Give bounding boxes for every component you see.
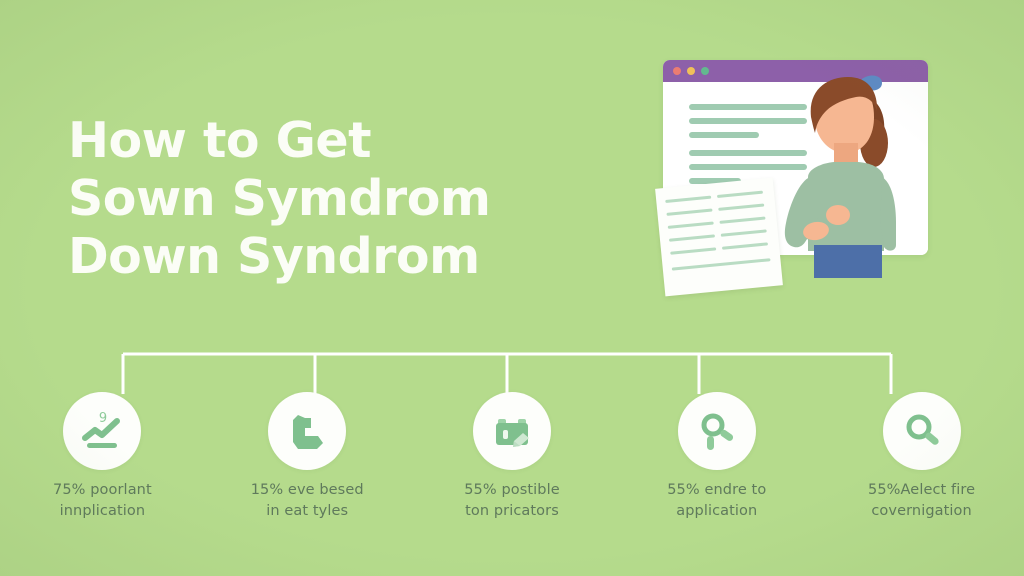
title-line-2: Sown Symdrom — [68, 170, 491, 227]
title-line-1: How to Get — [68, 112, 372, 169]
page-title: How to Get Sown Symdrom Down Syndrom — [68, 112, 628, 286]
minimize-dot-icon — [687, 67, 695, 75]
content-line — [689, 132, 759, 138]
content-line — [689, 118, 807, 124]
stats-row: 9 75% poorlant innplication 15% eve bese… — [0, 392, 1024, 542]
doc-line — [721, 242, 769, 250]
close-dot-icon — [673, 67, 681, 75]
stat-line-1: 55%Aelect fire — [868, 482, 976, 498]
icon-badge — [882, 392, 961, 470]
stat-line-2: application — [676, 503, 758, 519]
stat-line-2: in eat tyles — [266, 503, 349, 519]
icon-badge: 9 — [63, 392, 142, 470]
calendar-pen-icon — [495, 419, 529, 447]
stat-item[interactable]: 55% endre to application — [614, 392, 819, 542]
doc-line — [665, 195, 712, 203]
document-graphic — [655, 177, 783, 297]
doc-line — [666, 208, 713, 216]
content-line — [689, 164, 807, 170]
magnifier-icon — [906, 414, 939, 445]
doc-line — [667, 221, 714, 229]
magnifier-handle-icon — [701, 413, 733, 450]
stat-label: 55% endre to application — [622, 480, 812, 522]
stat-line-1: 15% eve besed — [250, 482, 364, 498]
content-line — [689, 178, 741, 184]
doc-line — [719, 216, 766, 224]
doc-line — [716, 190, 764, 198]
stat-label: 75% poorlant innplication — [7, 480, 197, 522]
stat-item[interactable]: 15% eve besed in eat tyles — [205, 392, 410, 542]
stat-item[interactable]: 55%Aelect fire covernigation — [819, 392, 1024, 542]
stat-item[interactable]: 9 75% poorlant innplication — [0, 392, 205, 542]
growth-chart-icon: 9 — [82, 411, 121, 448]
icon-badge — [472, 392, 551, 470]
person-illustration — [784, 75, 896, 278]
doc-line — [671, 258, 771, 271]
hero-illustration — [655, 55, 930, 297]
stat-line-1: 55% endre to — [667, 482, 767, 498]
title-line-3: Down Syndrom — [68, 228, 480, 285]
doc-line — [670, 247, 717, 255]
content-line — [689, 150, 807, 156]
icon-badge — [268, 392, 347, 470]
stat-label: 15% eve besed in eat tyles — [212, 480, 402, 522]
puzzle-block-icon — [293, 415, 324, 449]
icon-badge-number: 9 — [99, 411, 107, 426]
stat-line-2: innplication — [59, 503, 146, 519]
stat-line-2: ton pricators — [465, 503, 559, 519]
doc-line — [720, 229, 767, 237]
stat-line-1: 55% postible — [464, 482, 560, 498]
stat-item[interactable]: 55% postible ton pricators — [410, 392, 615, 542]
stat-label: 55%Aelect fire covernigation — [827, 480, 1017, 522]
doc-line — [668, 234, 716, 242]
stat-label: 55% postible ton pricators — [417, 480, 607, 522]
stat-line-2: covernigation — [871, 503, 972, 519]
icon-badge — [677, 392, 756, 470]
maximize-dot-icon — [701, 67, 709, 75]
stat-line-1: 75% poorlant — [53, 482, 152, 498]
browser-titlebar — [663, 60, 928, 82]
content-line — [689, 104, 807, 110]
doc-line — [718, 203, 765, 211]
